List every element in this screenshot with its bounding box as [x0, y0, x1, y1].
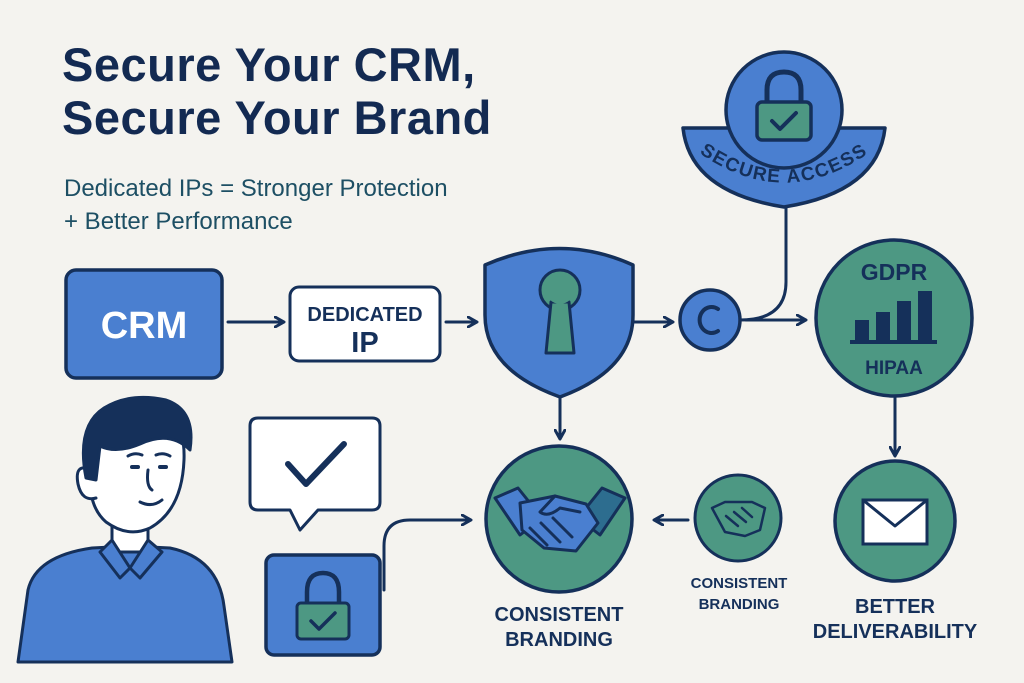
- dedicated-ip-label-line-1: DEDICATED: [307, 304, 422, 326]
- small-handshake-icon: [710, 500, 767, 538]
- person-hair: [81, 395, 193, 482]
- secure-access-badge: SECURE ACCESS: [681, 50, 887, 209]
- gdpr-label: GDPR: [861, 259, 928, 285]
- compliance-node: GDPR HIPAA: [814, 238, 974, 398]
- subtitle-line-1: Dedicated IPs = Stronger Protection: [64, 175, 448, 202]
- consistent-branding-main-node: [484, 444, 634, 594]
- hipaa-label: HIPAA: [865, 358, 923, 379]
- bar-chart-icon: [850, 291, 937, 344]
- consistent-branding-small-line-1: CONSISTENT: [691, 575, 788, 592]
- crm-node: CRM: [64, 268, 224, 380]
- connectors: [226, 202, 895, 592]
- line-access-to-c: [738, 202, 788, 322]
- better-deliverability-line-2: DELIVERABILITY: [813, 621, 978, 643]
- shield-keyhole-icon: [483, 246, 635, 399]
- consistent-branding-small-line-2: BRANDING: [699, 596, 780, 613]
- title-line-2: Secure Your Brand: [62, 91, 492, 144]
- better-deliverability-node: [833, 459, 957, 583]
- better-deliverability-line-1: BETTER: [855, 596, 936, 618]
- page-subtitle: Dedicated IPs = Stronger Protection + Be…: [64, 172, 448, 238]
- dedicated-ip-node: DEDICATED IP: [288, 285, 442, 363]
- subtitle-line-2: + Better Performance: [64, 208, 293, 235]
- lock-icon: [264, 553, 382, 657]
- copyright-circle-icon: [678, 288, 742, 352]
- title-line-1: Secure Your CRM,: [62, 38, 476, 91]
- handshake-icon: [493, 486, 627, 553]
- padlock-check-icon: [755, 69, 813, 142]
- page-title: Secure Your CRM, Secure Your Brand: [62, 38, 492, 144]
- consistent-branding-main-line-1: CONSISTENT: [495, 604, 624, 626]
- crm-label: CRM: [101, 305, 188, 347]
- consistent-branding-small-node: [693, 473, 783, 563]
- chat-check-icon: [248, 416, 382, 532]
- arrow-lock-to-handshake: [382, 520, 470, 592]
- consistent-branding-main-line-2: BRANDING: [505, 629, 613, 651]
- person-collar: [98, 538, 164, 580]
- dedicated-ip-label-line-2: IP: [351, 327, 378, 359]
- envelope-icon: [861, 498, 929, 546]
- person-avatar: [16, 395, 234, 664]
